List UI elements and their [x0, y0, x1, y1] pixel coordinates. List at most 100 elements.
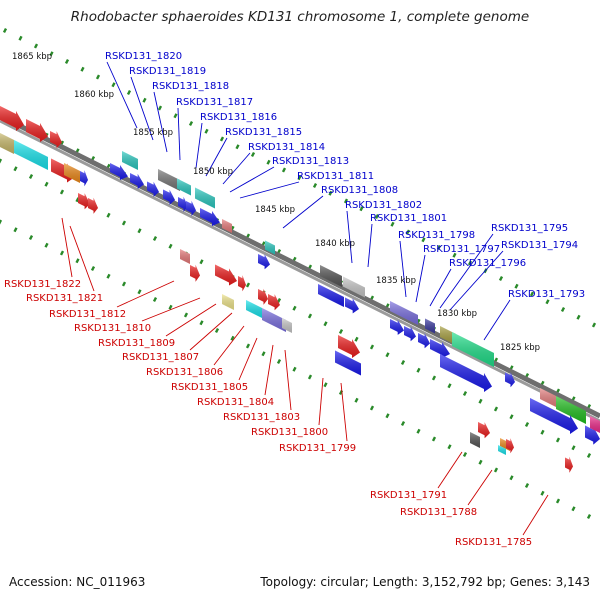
upper-leader-line: [222, 152, 251, 185]
gene-arrow-shade: [215, 264, 237, 286]
ruler-label: 1860 kbp: [74, 90, 114, 100]
lower-gene-label: RSKD131_1809: [98, 338, 175, 349]
lower-ruler-tick: [307, 313, 313, 319]
gene-arrow-shade: [390, 301, 418, 325]
lower-ruler-tick: [0, 219, 3, 225]
upper-ruler-tick: [405, 229, 411, 235]
lower-ruler-tick: [75, 258, 80, 264]
lower-leader-line: [238, 337, 258, 381]
upper-ruler-tick: [312, 182, 318, 189]
upper-ruler-tick: [188, 120, 194, 127]
gene-arrow-shade: [338, 335, 360, 358]
lower-gene-label: RSKD131_1821: [26, 293, 103, 304]
lower-gene-label: RSKD131_1803: [223, 412, 300, 423]
gene-arrow-shade: [78, 193, 90, 210]
upper-ruler-tick: [576, 314, 581, 320]
upper-ruler-tick: [560, 306, 566, 313]
gene-arrow-shade: [190, 264, 200, 282]
upper-ruler-tick: [452, 252, 457, 258]
upper-gene-label: RSKD131_1815: [225, 127, 302, 138]
lower-ruler-tick: [400, 420, 406, 427]
gene-arrow-shade: [318, 284, 344, 307]
upper-gene-label: RSKD131_1816: [200, 112, 277, 123]
upper-ruler-tick: [2, 27, 8, 34]
upper-ruler-tick: [235, 144, 240, 150]
gene-arrow-shade: [110, 163, 128, 180]
lower-gene-label: RSKD131_1806: [146, 367, 223, 378]
ruler-label: 1840 kbp: [315, 239, 355, 249]
upper-ruler-tick: [359, 206, 364, 212]
gene-arrow-shade: [50, 131, 62, 149]
upper-gene-label: RSKD131_1819: [129, 66, 206, 77]
upper-leader-line: [130, 76, 154, 141]
gene-arrow-shade: [404, 326, 416, 342]
gene-arrow-shade: [0, 106, 24, 131]
lower-gene-label: RSKD131_1807: [122, 352, 199, 363]
lower-ruler-tick: [245, 343, 251, 349]
lower-ruler-tick: [416, 367, 421, 373]
upper-leader-line: [483, 299, 511, 341]
lower-ruler-tick: [0, 158, 3, 164]
upper-leader-line: [429, 268, 452, 307]
lower-leader-line: [264, 344, 274, 396]
gene-arrow-shade: [452, 332, 494, 367]
ruler-label: 1865 kbp: [12, 52, 52, 62]
upper-ruler-tick: [390, 221, 395, 227]
gene-arrow-shade: [163, 189, 175, 205]
gene-arrow-shade: [390, 319, 404, 335]
lower-ruler-tick: [447, 383, 452, 389]
map-title: Rhodobacter sphaeroides KD131 chromosome…: [70, 9, 530, 25]
gene-arrow-shade: [158, 169, 180, 191]
lower-ruler-tick: [230, 335, 235, 341]
gene-arrow-shade: [88, 197, 98, 214]
upper-gene-label: RSKD131_1795: [491, 223, 568, 234]
lower-ruler-tick: [214, 327, 220, 334]
upper-ruler-tick: [266, 159, 271, 165]
upper-gene-label: RSKD131_1794: [501, 240, 578, 251]
upper-leader-line: [346, 210, 353, 264]
lower-ruler-tick: [571, 445, 576, 451]
upper-ruler-tick: [18, 35, 23, 41]
gene-arrow-shade: [186, 200, 196, 216]
lower-ruler-tick: [28, 173, 34, 180]
ruler-label: 1850 kbp: [193, 167, 233, 177]
gene-arrow-shade: [425, 318, 435, 334]
ruler-label: 1830 kbp: [437, 309, 477, 319]
gene-arrow-shade: [320, 265, 342, 287]
upper-leader-line: [367, 223, 373, 268]
gene-arrow-shade: [470, 432, 480, 448]
lower-ruler-tick: [369, 344, 375, 350]
lower-ruler-tick: [292, 366, 297, 372]
lower-ruler-tick: [400, 359, 406, 366]
lower-gene-label: RSKD131_1810: [74, 323, 151, 334]
upper-ruler-tick: [49, 51, 54, 57]
lower-ruler-tick: [354, 397, 359, 403]
upper-gene-labels: RSKD131_1820RSKD131_1819RSKD131_1818RSKD…: [105, 51, 585, 300]
lower-ruler-tick: [571, 506, 576, 512]
gene-arrow-shade: [505, 372, 515, 388]
accession-text: Accession: NC_011963: [9, 575, 146, 589]
lower-ruler-tick: [106, 273, 111, 279]
lower-ruler-tick: [90, 265, 96, 272]
upper-gene-label: RSKD131_1802: [345, 200, 422, 211]
gene-arrow-shade: [345, 297, 359, 314]
gene-features: [0, 106, 600, 473]
ruler-label: 1835 kbp: [376, 276, 416, 286]
lower-ruler-tick: [59, 250, 65, 256]
lower-gene-label: RSKD131_1788: [400, 507, 477, 518]
lower-ruler-tick: [121, 281, 127, 287]
upper-gene-label: RSKD131_1798: [398, 230, 475, 241]
gene-arrow-shade: [430, 339, 450, 358]
lower-ruler-tick: [323, 321, 328, 327]
gene-arrow-shade: [268, 294, 280, 311]
upper-ruler-tick: [64, 58, 70, 65]
lower-leader-line: [189, 312, 233, 351]
upper-ruler-tick: [421, 237, 426, 243]
gene-arrow-shade: [238, 275, 246, 292]
ruler-label: 1845 kbp: [255, 205, 295, 215]
upper-gene-label: RSKD131_1808: [321, 185, 398, 196]
lower-ruler-tick: [478, 398, 483, 404]
lower-ruler-tick: [524, 421, 530, 428]
lower-leader-line: [116, 280, 175, 308]
